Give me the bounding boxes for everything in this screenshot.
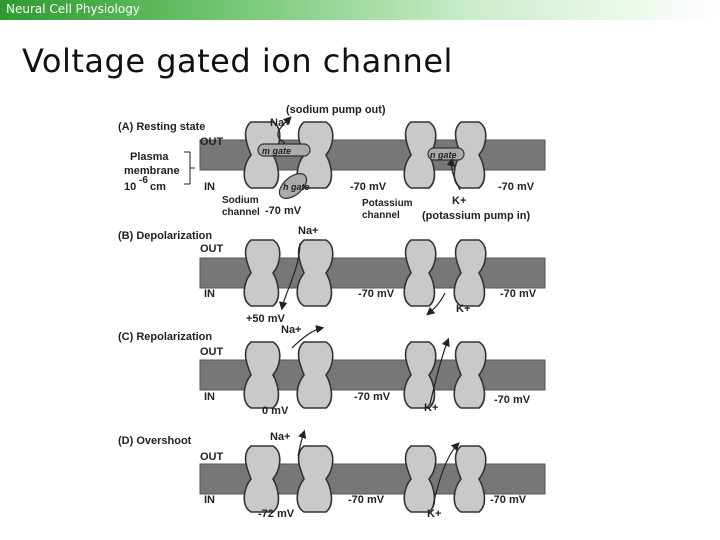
right-voltage: -70 mV — [500, 288, 537, 300]
potassium-pump-label: (potassium pump in) — [422, 210, 531, 222]
h-gate-label: h gate — [283, 182, 310, 192]
sodium-channel-right-subunit — [296, 341, 334, 409]
panel-label: (A) Resting state — [118, 121, 205, 133]
potassium-flux-arrow — [446, 157, 461, 191]
panel-label: (B) Depolarization — [118, 230, 212, 242]
in-label: IN — [204, 288, 215, 300]
sodium-channel-right-subunit — [296, 445, 334, 513]
scale-exponent: -6 — [139, 175, 148, 186]
potassium-channel-right-subunit — [453, 341, 487, 409]
n-gate-shape — [427, 147, 465, 161]
mid-voltage: -70 mV — [350, 181, 387, 193]
sodium-channel-label-2: channel — [222, 207, 260, 218]
potassium-flux-arrow — [426, 292, 446, 316]
potassium-ion-label: K+ — [456, 303, 470, 315]
in-label: IN — [204, 494, 215, 506]
course-title: Neural Cell Physiology — [6, 2, 140, 16]
potassium-channel-left-subunit — [403, 341, 437, 409]
sodium-ion-label: Na+ — [270, 117, 291, 129]
potassium-ion-label: K+ — [424, 402, 438, 414]
in-label: IN — [204, 181, 215, 193]
panel-label: (C) Repolarization — [118, 331, 212, 343]
potassium-channel-right-subunit — [453, 121, 487, 189]
sodium-channel-left-subunit — [243, 341, 281, 409]
sodium-channel-label-1: Sodium — [222, 195, 259, 206]
sodium-side-voltage: -70 mV — [265, 205, 302, 217]
sodium-side-voltage: +50 mV — [246, 313, 285, 325]
mid-voltage: -70 mV — [358, 288, 395, 300]
potassium-channel-left-subunit — [403, 239, 437, 307]
sodium-channel-right-subunit — [296, 239, 334, 307]
potassium-channel-left-subunit — [403, 445, 437, 513]
sodium-pump-label: (sodium pump out) — [286, 104, 386, 116]
in-label: IN — [204, 391, 215, 403]
out-label: OUT — [200, 451, 224, 463]
sodium-side-voltage: 0 mV — [262, 405, 289, 417]
potassium-channel-label-1: Potassium — [362, 198, 413, 209]
sodium-ion-label: Na+ — [270, 431, 291, 443]
out-label: OUT — [200, 243, 224, 255]
potassium-channel-right-subunit — [453, 239, 487, 307]
membrane-label: membrane — [124, 165, 180, 177]
slide-title: Voltage gated ion channel — [22, 42, 453, 80]
sodium-ion-label: Na+ — [298, 225, 319, 237]
potassium-channel-right-subunit — [453, 445, 487, 513]
sodium-flux-arrow — [297, 429, 307, 457]
sodium-flux-arrow — [279, 242, 301, 311]
h-gate-shape — [278, 173, 308, 199]
mid-voltage: -70 mV — [348, 494, 385, 506]
membrane-bracket — [184, 151, 195, 185]
scale-unit: cm — [150, 181, 166, 193]
scale-base: 10 — [124, 181, 136, 193]
right-voltage: -70 mV — [498, 181, 535, 193]
panel-label: (D) Overshoot — [118, 435, 192, 447]
right-voltage: -70 mV — [494, 394, 531, 406]
sodium-channel-left-subunit — [243, 239, 281, 307]
sodium-flux-arrow — [277, 116, 292, 144]
mid-voltage: -70 mV — [354, 391, 391, 403]
right-voltage: -70 mV — [490, 494, 527, 506]
potassium-flux-arrow — [429, 337, 450, 405]
potassium-channel-label-2: channel — [362, 210, 400, 221]
potassium-ion-label: K+ — [427, 508, 441, 520]
m-gate-label: m gate — [262, 146, 291, 156]
sodium-ion-label: Na+ — [281, 324, 302, 336]
potassium-ion-label: K+ — [452, 195, 466, 207]
sodium-flux-arrow — [291, 325, 325, 349]
plasma-label: Plasma — [130, 151, 169, 163]
m-gate-shape — [257, 143, 311, 157]
potassium-channel-left-subunit — [403, 121, 437, 189]
out-label: OUT — [200, 136, 224, 148]
potassium-flux-arrow — [432, 442, 460, 507]
out-label: OUT — [200, 346, 224, 358]
sodium-channel-left-subunit — [243, 445, 281, 513]
n-gate-label: n gate — [430, 150, 457, 160]
sodium-side-voltage: -72 mV — [258, 508, 295, 520]
header-bar: Neural Cell Physiology — [0, 0, 720, 20]
